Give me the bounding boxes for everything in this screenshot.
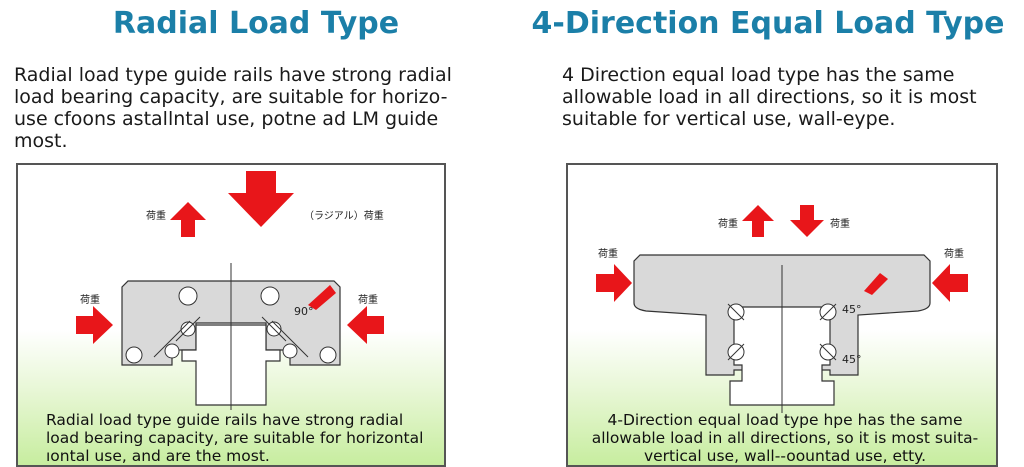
four-direction-desc-line: allowable load in all directions, so it … (562, 86, 977, 108)
ball-bearing (282, 343, 298, 359)
radial-diagram-panel: 荷重 （ラジアル）荷重 荷重 荷重 (16, 163, 446, 467)
radial-desc-line: Radial load type guide rails have strong… (14, 64, 452, 86)
load-label-right: 荷重 (944, 247, 964, 260)
left-arrow-icon (932, 264, 968, 302)
four-direction-section: 4-Direction Equal Load Type 4 Direction … (512, 0, 1024, 467)
angle-pointer-icon (864, 273, 888, 295)
mount-hole (125, 346, 143, 364)
four-direction-desc-line: 4 Direction equal load type has the same (562, 64, 955, 86)
radial-description: Radial load type guide rails have strong… (14, 64, 484, 152)
right-arrow-icon (76, 306, 113, 344)
radial-title: Radial Load Type (112, 6, 400, 41)
radial-desc-line: use cfoons astallntal use, potne ad LM g… (14, 108, 439, 130)
angle-label-top: 45° (842, 303, 862, 316)
angle-label-bottom: 45° (842, 353, 862, 366)
four-direction-title: 4-Direction Equal Load Type (531, 6, 1005, 41)
radial-diagram: 荷重 （ラジアル）荷重 荷重 荷重 (76, 171, 384, 410)
radial-load-section: Radial Load Type Radial load type guide … (14, 6, 484, 467)
down-arrow-icon (228, 171, 294, 227)
four-direction-caption-line: vertical use, wall--oountad use, etty. (643, 447, 927, 465)
ball-bearing (164, 343, 180, 359)
radial-caption-line: load bearing capacity, are suitable for … (46, 429, 424, 447)
load-label: 荷重 (830, 217, 850, 230)
radial-caption-line: Radial load type guide rails have strong… (46, 411, 404, 429)
four-direction-desc-line: suitable for vertical use, wall-eype. (562, 108, 896, 130)
radial-desc-line: most. (14, 130, 68, 152)
radial-caption-line: ıontal use, and are the most. (46, 447, 270, 465)
radial-caption: Radial load type guide rails have strong… (46, 411, 436, 465)
four-direction-description: 4 Direction equal load type has the same… (562, 64, 1012, 130)
load-label: 荷重 (146, 209, 166, 222)
angle-label: 90° (294, 305, 314, 318)
load-label-left: 荷重 (80, 293, 100, 306)
down-arrow-icon (790, 205, 824, 237)
load-label-left: 荷重 (598, 247, 618, 260)
mount-hole (319, 346, 337, 364)
four-direction-caption-line: 4-Direction equal load type hpe has the … (607, 411, 963, 429)
four-direction-diagram: 荷重 荷重 荷重 荷重 45° 45° (596, 205, 968, 413)
mount-hole (178, 286, 198, 306)
load-label-right: 荷重 (358, 293, 378, 306)
left-arrow-icon (347, 306, 384, 344)
radial-desc-line: load bearing capacity, are suitable for … (14, 86, 448, 108)
angle-pointer-icon (308, 285, 336, 310)
four-direction-caption: 4-Direction equal load type hpe has the … (590, 411, 980, 465)
up-arrow-icon (742, 205, 774, 237)
radial-load-label: （ラジアル）荷重 (304, 209, 384, 222)
load-label: 荷重 (718, 217, 738, 230)
mount-hole (260, 286, 280, 306)
up-arrow-icon (170, 202, 206, 237)
right-arrow-icon (596, 264, 632, 302)
four-direction-diagram-panel: 荷重 荷重 荷重 荷重 45° 45° 4-Direction equal lo… (566, 163, 998, 467)
four-direction-caption-line: allowable load in all directions, so it … (591, 429, 979, 447)
